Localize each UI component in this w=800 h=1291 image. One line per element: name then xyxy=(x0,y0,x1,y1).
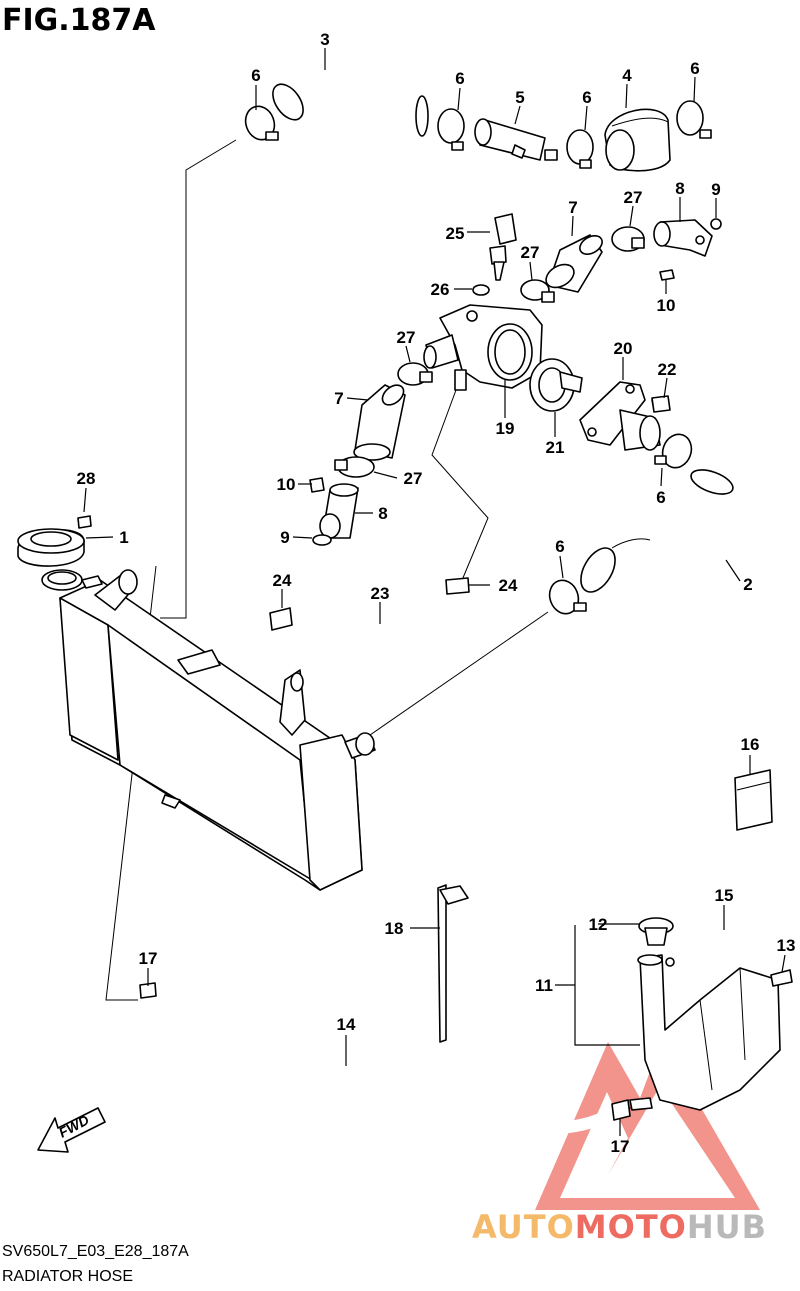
fitting-8-lower xyxy=(309,477,359,546)
thermostat-cover-20 xyxy=(579,381,669,451)
callout-27: 27 xyxy=(521,243,540,262)
callout-15: 15 xyxy=(715,886,734,905)
callout-17: 17 xyxy=(611,1137,630,1156)
watermark-hub: HUB xyxy=(687,1208,767,1246)
callout-2: 2 xyxy=(743,575,752,594)
watermark-text: AUTOMOTOHUB xyxy=(472,1208,767,1246)
callout-10: 10 xyxy=(277,475,296,494)
callout-21: 21 xyxy=(546,438,565,457)
fitting-8-upper xyxy=(653,218,722,281)
watermark-logo xyxy=(535,1040,760,1210)
callout-4: 4 xyxy=(622,66,632,85)
pipe-7-lower xyxy=(353,384,406,461)
callout-1: 1 xyxy=(119,528,128,547)
hose-23 xyxy=(269,577,470,655)
callout-3: 3 xyxy=(320,30,329,49)
callout-14: 14 xyxy=(337,1015,356,1034)
hose-15 xyxy=(683,917,785,957)
callout-24: 24 xyxy=(273,571,292,590)
callout-6: 6 xyxy=(582,88,591,107)
callout-13: 13 xyxy=(777,936,796,955)
callout-28: 28 xyxy=(77,469,96,488)
temp-sensor-25 xyxy=(472,213,517,296)
callout-17: 17 xyxy=(139,949,158,968)
callout-numbers: 6 3 6 5 6 4 6 7 27 8 9 25 27 26 10 27 7 … xyxy=(77,30,796,1156)
reference-lines xyxy=(105,139,640,1109)
fwd-arrow: FWD xyxy=(37,1107,106,1153)
hose-3 xyxy=(270,61,445,137)
hose-14 xyxy=(139,981,653,1135)
thermostat-21 xyxy=(529,358,583,412)
callout-7: 7 xyxy=(334,389,343,408)
pipe-7-upper xyxy=(545,234,603,293)
callout-24: 24 xyxy=(499,576,518,595)
callout-26: 26 xyxy=(431,280,450,299)
callout-11: 11 xyxy=(535,976,553,995)
callout-18: 18 xyxy=(385,919,404,938)
callout-10: 10 xyxy=(657,296,676,315)
clamp-27-lower xyxy=(334,362,433,478)
bolts xyxy=(77,395,671,529)
diagram-code: SV650L7_E03_E28_187A xyxy=(2,1243,189,1260)
strap-18 xyxy=(437,884,469,1043)
callout-8: 8 xyxy=(675,179,684,198)
radiator xyxy=(41,569,376,891)
clamp-27-upper xyxy=(520,226,645,303)
section-name: RADIATOR HOSE xyxy=(2,1268,133,1285)
callout-7: 7 xyxy=(568,198,577,217)
callout-23: 23 xyxy=(371,584,390,603)
callout-19: 19 xyxy=(496,419,515,438)
watermark-auto: AUTO xyxy=(472,1208,575,1246)
callout-8: 8 xyxy=(378,504,387,523)
callout-6: 6 xyxy=(555,537,564,556)
thermostat-housing-19 xyxy=(423,304,543,391)
pipe-5 xyxy=(474,118,558,161)
label-plate-16 xyxy=(734,769,773,831)
callout-20: 20 xyxy=(614,339,633,358)
hose-clamps xyxy=(244,100,712,615)
radiator-cap xyxy=(17,528,85,567)
figure-title: FIG.187A xyxy=(2,3,156,38)
callout-27: 27 xyxy=(624,188,643,207)
reservoir-tank xyxy=(637,917,793,1111)
callout-12: 12 xyxy=(589,915,608,934)
callout-9: 9 xyxy=(280,528,289,547)
callout-6: 6 xyxy=(656,488,665,507)
callout-6: 6 xyxy=(455,69,464,88)
callout-27: 27 xyxy=(404,469,423,488)
callout-9: 9 xyxy=(711,180,720,199)
callout-25: 25 xyxy=(446,224,465,243)
callout-22: 22 xyxy=(658,360,677,379)
hose-2 xyxy=(577,456,800,593)
callout-16: 16 xyxy=(741,735,760,754)
svg-text:AUTOMOTOHUB: AUTOMOTOHUB xyxy=(472,1208,767,1246)
hose-4 xyxy=(604,108,671,172)
callout-5: 5 xyxy=(515,88,524,107)
watermark-moto: MOTO xyxy=(575,1208,687,1246)
callout-6: 6 xyxy=(251,66,260,85)
callout-27: 27 xyxy=(397,328,416,347)
callout-6: 6 xyxy=(690,59,699,78)
leader-lines xyxy=(83,48,786,1136)
